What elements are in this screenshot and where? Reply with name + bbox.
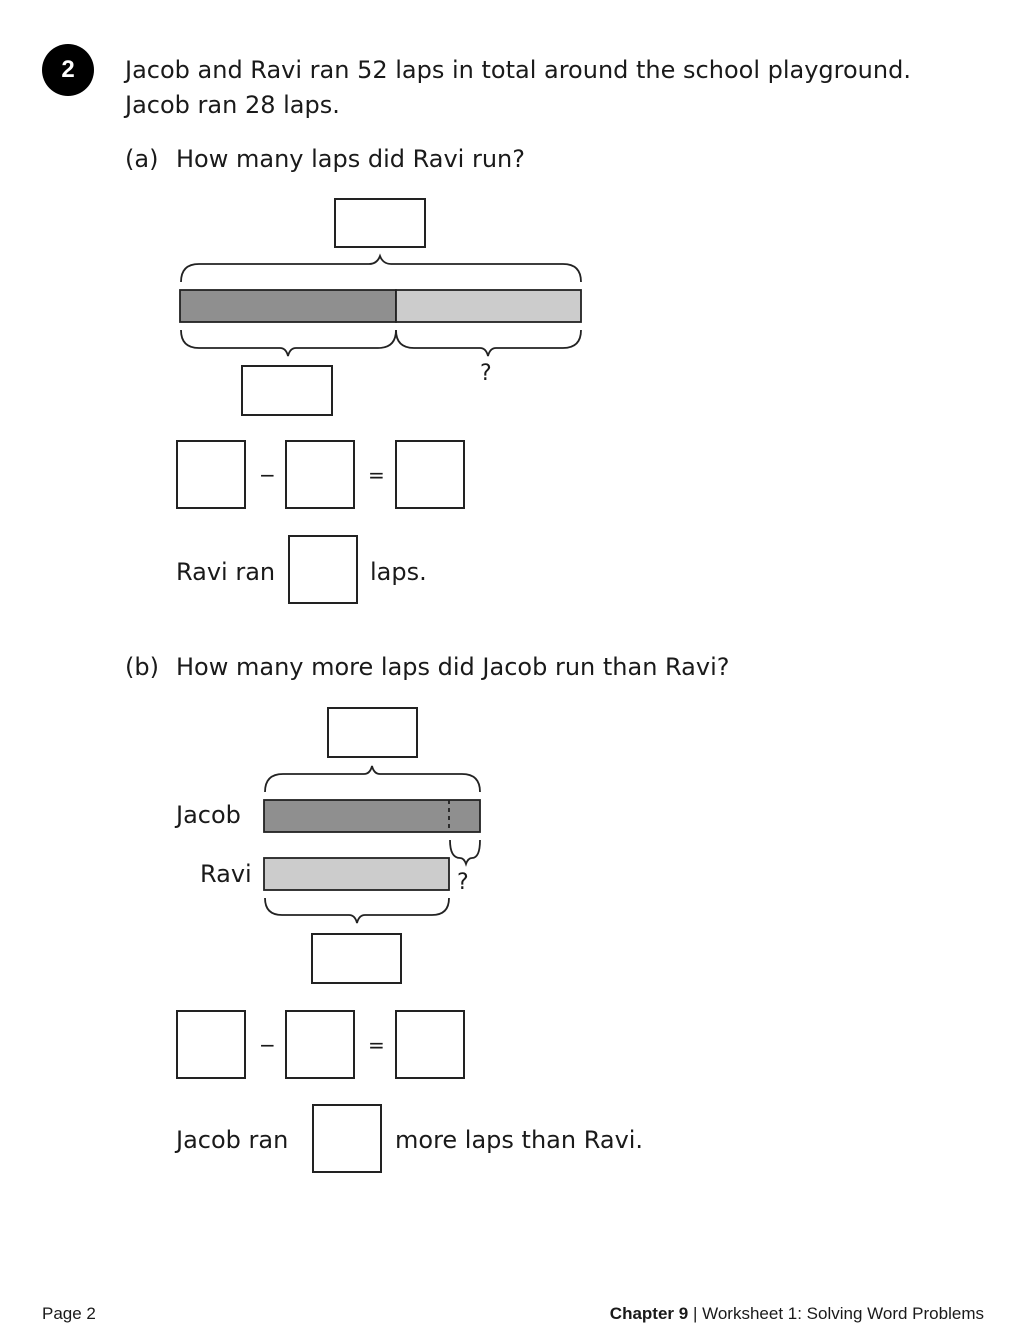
part-b-equation-box-1[interactable] <box>176 1010 246 1079</box>
part-a-total-brace <box>180 253 582 283</box>
part-a-final-answer-box[interactable] <box>288 535 358 604</box>
part-b-ravi-bar <box>263 857 450 891</box>
part-b-equation-box-3[interactable] <box>395 1010 465 1079</box>
part-b-final-answer-box[interactable] <box>312 1104 382 1173</box>
footer-worksheet: Worksheet 1: Solving Word Problems <box>702 1304 984 1323</box>
part-b-ravi-brace <box>264 897 450 924</box>
part-a-jacob-answer-box[interactable] <box>241 365 333 416</box>
part-a-answer-text-before: Ravi ran <box>176 558 276 586</box>
footer-separator: | <box>692 1304 698 1323</box>
page-number: Page 2 <box>42 1304 96 1323</box>
part-a-answer-text-after: laps. <box>370 558 427 586</box>
part-b-equation-box-2[interactable] <box>285 1010 355 1079</box>
part-a-equals-sign: = <box>368 463 385 487</box>
part-a-minus-sign: − <box>259 463 276 487</box>
part-a-label: (a) <box>125 145 159 173</box>
part-b-ravi-label: Ravi <box>200 860 252 888</box>
part-b-bar-model <box>263 765 481 924</box>
part-b-unknown-mark: ? <box>457 870 469 895</box>
part-b-total-brace <box>264 765 481 793</box>
part-a-unknown-mark: ? <box>480 361 492 386</box>
part-a-prompt: How many laps did Ravi run? <box>176 145 526 173</box>
part-a-bar-model <box>179 253 582 357</box>
part-a-equation-box-1[interactable] <box>176 440 246 509</box>
part-b-jacob-bar <box>263 799 481 833</box>
part-a-jacob-bar <box>179 289 397 323</box>
part-b-equals-sign: = <box>368 1033 385 1057</box>
part-a-equation-box-2[interactable] <box>285 440 355 509</box>
question-text-line2: Jacob ran 28 laps. <box>125 91 340 119</box>
part-b-prompt: How many more laps did Jacob run than Ra… <box>176 653 730 681</box>
part-b-answer-text-before: Jacob ran <box>176 1126 289 1154</box>
part-b-label: (b) <box>125 653 159 681</box>
part-a-jacob-brace <box>180 329 397 357</box>
footer-chapter-info: Chapter 9 | Worksheet 1: Solving Word Pr… <box>610 1304 984 1324</box>
part-a-ravi-brace <box>395 329 582 357</box>
part-b-jacob-total-box[interactable] <box>327 707 418 758</box>
part-a-total-answer-box[interactable] <box>334 198 426 248</box>
footer-chapter: Chapter 9 <box>609 1304 689 1323</box>
part-b-jacob-label: Jacob <box>176 801 241 829</box>
part-a-ravi-bar <box>395 289 582 323</box>
question-number-badge: 2 <box>42 44 94 96</box>
part-b-difference-brace <box>449 839 481 867</box>
part-b-minus-sign: − <box>259 1033 276 1057</box>
part-b-ravi-total-box[interactable] <box>311 933 402 984</box>
part-b-answer-text-after: more laps than Ravi. <box>395 1126 644 1154</box>
question-text-line1: Jacob and Ravi ran 52 laps in total arou… <box>125 56 911 84</box>
part-a-equation-box-3[interactable] <box>395 440 465 509</box>
